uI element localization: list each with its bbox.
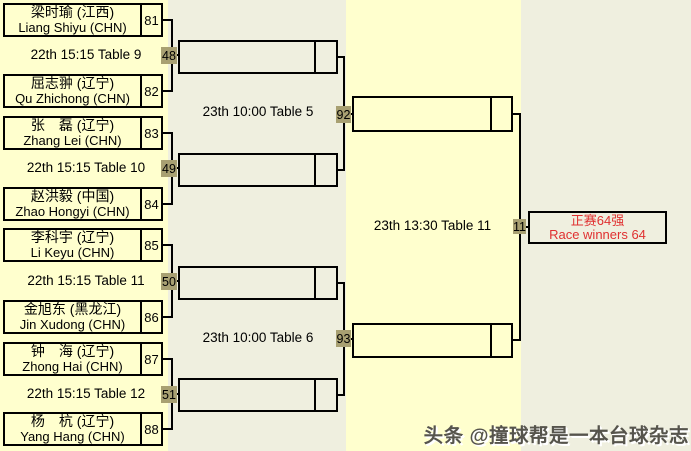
bracket-connector (163, 90, 173, 92)
bracket-connector (163, 316, 173, 318)
player-name: 钟 海 (辽宁) Zhong Hai (CHN) (5, 343, 140, 375)
player-seed: 82 (140, 76, 161, 106)
player-name: 杨 杭 (辽宁) Yang Hang (CHN) (5, 413, 140, 445)
player-name-en: Zhang Lei (CHN) (23, 133, 122, 148)
player-name-cn: 赵洪毅 (中国) (30, 188, 115, 204)
match-schedule-92: 23th 10:00 Table 5 (202, 104, 314, 119)
winner-score-area (490, 98, 511, 130)
player-name: 屈志翀 (辽宁) Qu Zhichong (CHN) (5, 75, 140, 107)
player-box-88: 杨 杭 (辽宁) Yang Hang (CHN) 88 (3, 412, 163, 446)
match-number-badge-48: 48 (161, 47, 177, 64)
match-schedule-48: 22th 15:15 Table 9 (30, 47, 142, 62)
player-name: 金旭东 (黑龙江) Jin Xudong (CHN) (5, 301, 140, 333)
player-name-en: Zhong Hai (CHN) (22, 359, 123, 374)
bracket-connector (163, 19, 173, 21)
bracket-connector (163, 203, 173, 205)
winner-score-area (314, 155, 336, 185)
winner-slot-match-48 (178, 40, 338, 74)
background-band-round2 (168, 0, 346, 451)
winner-slot-match-93 (352, 323, 513, 358)
player-name: 梁时瑜 (江西) Liang Shiyu (CHN) (5, 4, 140, 36)
match-number-badge-11: 11 (513, 219, 526, 234)
player-name-en: Li Keyu (CHN) (30, 245, 115, 260)
bracket-connector (513, 113, 521, 115)
bracket-connector (513, 339, 521, 341)
player-name: 赵洪毅 (中国) Zhao Hongyi (CHN) (5, 188, 140, 220)
player-name: 张 磊 (辽宁) Zhang Lei (CHN) (5, 117, 140, 149)
player-name-cn: 李科宇 (辽宁) (30, 229, 115, 245)
qualification-title-en: Race winners 64 (549, 226, 646, 242)
background-band-result (521, 0, 691, 451)
watermark-text: 头条 @撞球帮是一本台球杂志 (423, 425, 689, 447)
player-seed: 87 (140, 344, 161, 374)
player-name-en: Qu Zhichong (CHN) (15, 91, 130, 106)
match-schedule-50: 22th 15:15 Table 11 (27, 273, 145, 288)
qualification-title-cn: 正赛64强 (570, 212, 625, 228)
winner-slot-match-50 (178, 266, 338, 300)
winner-score-area (314, 380, 336, 410)
player-box-83: 张 磊 (辽宁) Zhang Lei (CHN) 83 (3, 116, 163, 150)
match-schedule-11: 23th 13:30 Table 11 (373, 218, 492, 233)
bracket-connector (163, 244, 173, 246)
player-box-85: 李科宇 (辽宁) Li Keyu (CHN) 85 (3, 228, 163, 262)
winner-name-area (354, 325, 490, 356)
player-seed: 85 (140, 230, 161, 260)
bracket-connector (338, 394, 345, 396)
player-name-cn: 梁时瑜 (江西) (30, 4, 115, 20)
background-band-round3 (346, 0, 521, 451)
player-box-84: 赵洪毅 (中国) Zhao Hongyi (CHN) 84 (3, 187, 163, 221)
bracket-connector (163, 428, 173, 430)
qualification-box: 正赛64强 Race winners 64 (528, 211, 667, 244)
bracket-connector (338, 56, 345, 58)
winner-score-area (314, 42, 336, 72)
player-name-cn: 金旭东 (黑龙江) (23, 301, 122, 317)
player-box-82: 屈志翀 (辽宁) Qu Zhichong (CHN) 82 (3, 74, 163, 108)
player-name-cn: 张 磊 (辽宁) (30, 117, 115, 133)
player-name-cn: 杨 杭 (辽宁) (30, 413, 115, 429)
match-number-badge-49: 49 (161, 160, 177, 177)
winner-slot-match-51 (178, 378, 338, 412)
winner-slot-match-49 (178, 153, 338, 187)
player-seed: 88 (140, 414, 161, 444)
player-box-87: 钟 海 (辽宁) Zhong Hai (CHN) 87 (3, 342, 163, 376)
player-seed: 81 (140, 5, 161, 35)
match-schedule-93: 23th 10:00 Table 6 (202, 330, 314, 345)
winner-name-area (180, 155, 314, 185)
winner-name-area (180, 268, 314, 298)
player-box-86: 金旭东 (黑龙江) Jin Xudong (CHN) 86 (3, 300, 163, 334)
player-name-cn: 屈志翀 (辽宁) (30, 75, 115, 91)
player-name-en: Yang Hang (CHN) (20, 429, 125, 444)
player-name: 李科宇 (辽宁) Li Keyu (CHN) (5, 229, 140, 261)
player-seed: 86 (140, 302, 161, 332)
winner-name-area (180, 42, 314, 72)
match-number-badge-51: 51 (161, 386, 177, 403)
player-box-81: 梁时瑜 (江西) Liang Shiyu (CHN) 81 (3, 3, 163, 37)
player-name-cn: 钟 海 (辽宁) (30, 343, 115, 359)
player-name-en: Jin Xudong (CHN) (19, 317, 126, 332)
winner-slot-match-92 (352, 96, 513, 132)
bracket-connector (338, 169, 345, 171)
player-name-en: Liang Shiyu (CHN) (18, 20, 127, 35)
player-seed: 83 (140, 118, 161, 148)
winner-score-area (314, 268, 336, 298)
bracket-connector (163, 132, 173, 134)
player-name-en: Zhao Hongyi (CHN) (15, 204, 130, 219)
match-number-badge-50: 50 (161, 273, 177, 290)
winner-score-area (490, 325, 511, 356)
bracket-connector (163, 358, 173, 360)
match-number-badge-93: 93 (336, 330, 351, 347)
player-seed: 84 (140, 189, 161, 219)
winner-name-area (354, 98, 490, 130)
match-number-badge-92: 92 (336, 106, 351, 123)
match-schedule-51: 22th 15:15 Table 12 (26, 386, 146, 401)
winner-name-area (180, 380, 314, 410)
bracket-connector (338, 282, 345, 284)
match-schedule-49: 22th 15:15 Table 10 (26, 160, 146, 175)
